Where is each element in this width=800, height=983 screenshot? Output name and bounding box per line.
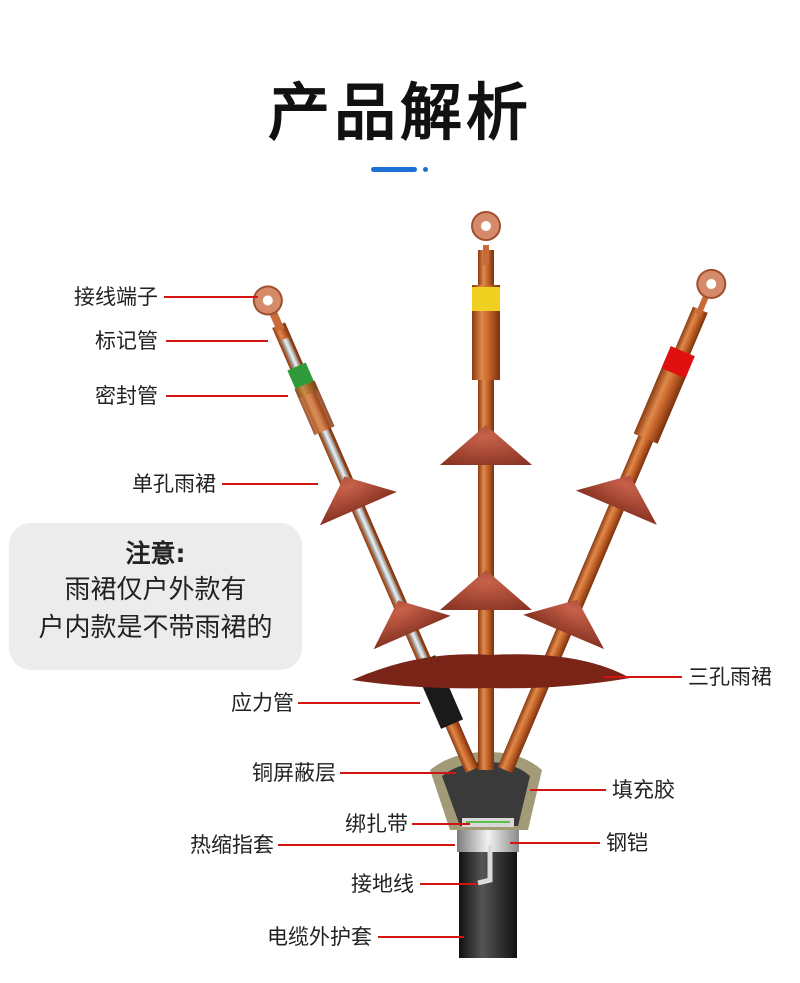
leader-lines <box>164 296 682 938</box>
page-title: 产品解析 <box>267 76 532 149</box>
right-phase <box>497 268 727 774</box>
label-outer-sheath: 电缆外护套 <box>267 925 372 949</box>
label-single-hole-skirt: 单孔雨裙 <box>132 472 216 496</box>
label-seal-tube: 密封管 <box>95 384 158 408</box>
label-filler-glue: 填充胶 <box>612 778 675 802</box>
label-binding-band: 绑扎带 <box>345 812 408 836</box>
title-underline <box>371 167 417 172</box>
note-heading: 注意: <box>125 539 186 568</box>
label-copper-shield: 铜屏蔽层 <box>252 761 336 785</box>
label-heat-shrink-glove: 热缩指套 <box>190 833 274 857</box>
note-box: 注意: 雨裙仅户外款有 户内款是不带雨裙的 <box>9 523 302 670</box>
note-line-1: 雨裙仅户外款有 <box>64 575 247 605</box>
steel-armor-band <box>457 830 519 852</box>
center-phase <box>440 211 532 770</box>
label-marker-tube: 标记管 <box>95 329 158 353</box>
title-underline-dot <box>423 167 428 172</box>
label-steel-armor: 钢铠 <box>606 831 648 855</box>
label-stress-tube: 应力管 <box>231 691 294 715</box>
label-terminal: 接线端子 <box>74 285 158 309</box>
glove-inner <box>442 762 530 826</box>
label-ground-wire: 接地线 <box>351 872 414 896</box>
note-line-2: 户内款是不带雨裙的 <box>38 613 273 643</box>
label-triple-hole-skirt: 三孔雨裙 <box>688 665 772 689</box>
ground-wire-shape <box>477 845 493 886</box>
triple-hole-skirt-shape <box>352 654 630 689</box>
